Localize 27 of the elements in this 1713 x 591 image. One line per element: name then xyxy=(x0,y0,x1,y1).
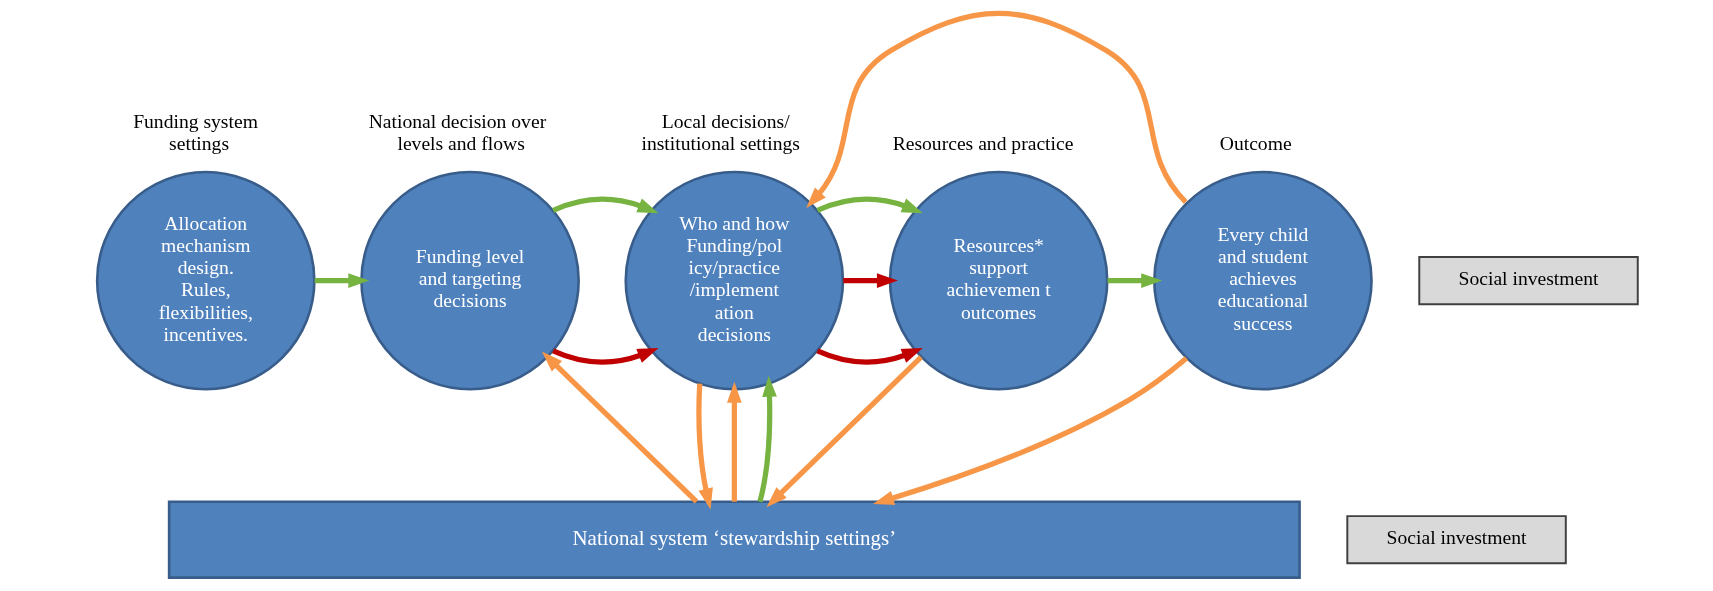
node-circle: Funding level and targeting decisions xyxy=(359,170,580,391)
arrow xyxy=(765,355,923,508)
arrow xyxy=(842,273,898,288)
arrow xyxy=(805,10,1188,208)
arrow xyxy=(872,356,1188,505)
node-box: Social investment xyxy=(1345,515,1567,565)
node-label: Resources and practice xyxy=(892,132,1073,154)
arrow xyxy=(695,383,713,510)
arrow xyxy=(1107,273,1162,288)
node-box: National system ‘stewardship settings’ xyxy=(167,500,1301,579)
arrow xyxy=(815,196,923,214)
node-label: Outcome xyxy=(1219,132,1292,154)
node-label: National decision over levels and flows xyxy=(368,110,546,154)
arrow xyxy=(551,196,658,214)
arrow xyxy=(314,273,369,288)
arrow xyxy=(541,351,698,504)
node-label: Local decisions/ institutional settings xyxy=(640,110,800,154)
node-label: Funding system settings xyxy=(132,110,258,154)
arrow xyxy=(726,381,742,502)
node-circle: Who and how Funding/pol icy/practice /implement ation decisions xyxy=(623,170,844,391)
arrow xyxy=(551,347,658,365)
arrow xyxy=(756,375,777,503)
node-circle: Resources* support achievemen t outcomes xyxy=(888,170,1109,391)
node-box: Social investment xyxy=(1417,256,1639,306)
node-circle: Allocation mechanism design. Rules, flexibilities, incentives. xyxy=(95,170,316,391)
arrow xyxy=(815,347,923,365)
node-circle: Every child and student achieves educational success xyxy=(1152,170,1373,391)
